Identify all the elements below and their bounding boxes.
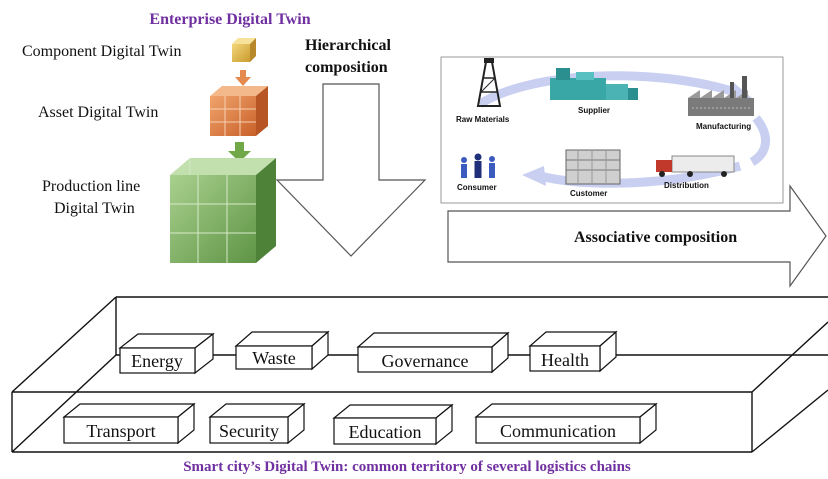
domain-box-governance: Governance <box>356 331 510 374</box>
domain-label: Health <box>541 350 589 370</box>
oil-derrick-icon <box>476 58 502 107</box>
asset-cube-icon <box>210 86 268 136</box>
domain-label: Education <box>349 422 422 442</box>
customer-building-icon <box>565 149 621 185</box>
domain-label: Energy <box>131 351 183 371</box>
associative-composition-label: Associative composition <box>574 229 737 246</box>
manufacturing-label: Manufacturing <box>696 122 751 131</box>
smart-city-caption: Smart city’s Digital Twin: common territ… <box>183 459 631 475</box>
hierarchical-arrow-down <box>275 83 427 257</box>
cycle-arrow-right <box>749 115 770 166</box>
domain-box-health: Health <box>528 330 618 373</box>
distribution-label: Distribution <box>664 181 709 190</box>
component-cube-icon <box>232 38 256 62</box>
enterprise-digital-twin-title: Enterprise Digital Twin <box>149 11 310 28</box>
cycle-arrow-bottom <box>538 161 742 188</box>
customer-label: Customer <box>570 189 607 198</box>
consumer-label: Consumer <box>457 183 497 192</box>
arrow-down-orange-icon <box>235 70 251 86</box>
asset-digital-twin-label: Asset Digital Twin <box>38 104 158 121</box>
component-digital-twin-label: Component Digital Twin <box>22 43 181 60</box>
domain-box-security: Security <box>208 402 306 445</box>
associative-arrow-right <box>447 184 827 288</box>
production-line-cube-icon <box>170 158 276 263</box>
domain-label: Waste <box>252 348 296 368</box>
hierarchical-label-2: composition <box>305 59 388 76</box>
domain-box-education: Education <box>332 403 454 446</box>
consumer-people-icon <box>461 153 495 178</box>
domain-label: Security <box>219 421 279 441</box>
arrow-down-green-icon <box>228 142 251 162</box>
manufacturing-factory-icon <box>688 76 754 116</box>
distribution-truck-icon <box>656 155 735 177</box>
production-line-label-2: Digital Twin <box>54 200 135 217</box>
hierarchy-panel: Enterprise Digital Twin Component Digita… <box>0 0 311 270</box>
production-line-label-1: Production line <box>42 178 140 195</box>
domain-box-waste: Waste <box>234 330 330 371</box>
domain-box-energy: Energy <box>118 332 215 375</box>
domain-label: Governance <box>382 351 469 371</box>
domain-box-transport: Transport <box>62 402 196 445</box>
domain-box-communication: Communication <box>474 402 658 445</box>
supply-chain-illustration: Raw Materials Supplier Manufacturing <box>440 56 784 204</box>
raw-materials-label: Raw Materials <box>456 115 510 124</box>
hierarchical-label-1: Hierarchical <box>305 37 391 54</box>
smart-city-platform <box>11 296 828 453</box>
domain-label: Communication <box>500 421 616 441</box>
supplier-label: Supplier <box>578 106 610 115</box>
supplier-factory-icon <box>550 68 638 100</box>
cycle-arrow-top <box>477 71 737 108</box>
domain-label: Transport <box>86 421 155 441</box>
